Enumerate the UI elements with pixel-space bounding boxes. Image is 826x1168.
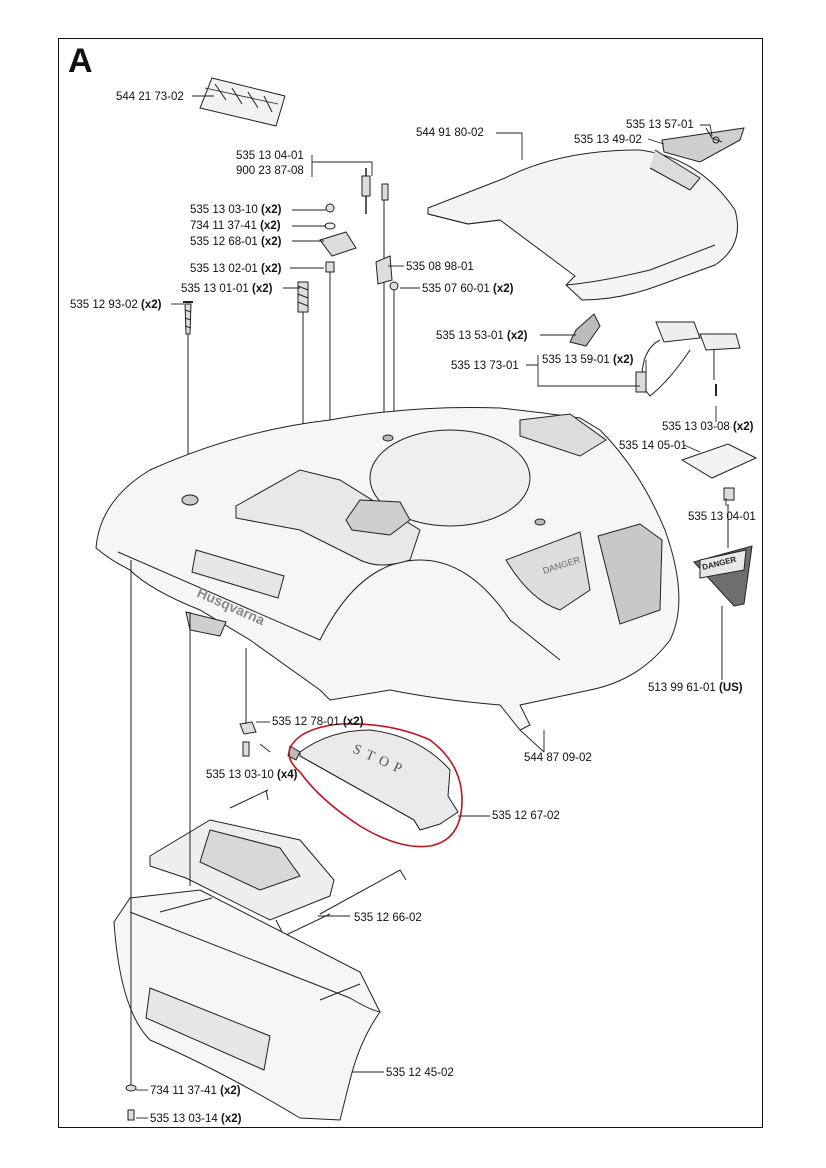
label-screw-a: 535 13 04-01 [236, 150, 304, 162]
chassis-cover-part [95, 407, 680, 731]
highlight-annotation-circle [288, 723, 463, 848]
label-stop-button: 535 12 67-02 [492, 810, 560, 822]
lever-part [661, 127, 745, 163]
label-bracket: 535 12 68-01 (x2) [190, 236, 282, 248]
stop-button-part [287, 729, 459, 831]
label-screw-h: 535 13 03-10 (x4) [206, 769, 298, 781]
label-pin: 535 13 57-01 [626, 119, 694, 131]
label-clip: 535 08 98-01 [406, 261, 474, 273]
label-hinge: 535 13 53-01 (x2) [436, 330, 528, 342]
label-screw-e: 535 13 03-08 (x2) [662, 421, 754, 433]
label-danger-decal: 513 99 61-01 (US) [648, 682, 743, 694]
guide-lines [125, 504, 729, 1121]
label-screw-c: 535 13 02-01 (x2) [190, 263, 282, 275]
label-hatch: 535 12 66-02 [354, 912, 422, 924]
decal-top-part [199, 77, 286, 127]
hatch-part [149, 789, 407, 937]
lower-screws [239, 648, 257, 757]
danger-decal-part [693, 545, 753, 607]
label-chassis-cover: 544 87 09-02 [524, 752, 592, 764]
label-screw-b: 535 13 03-10 (x2) [190, 204, 282, 216]
label-holder: 535 13 59-01 (x2) [542, 354, 634, 366]
label-leaders [136, 95, 727, 1119]
section-letter: A [68, 42, 93, 80]
label-screw-i: 535 13 03-14 (x2) [150, 1113, 242, 1125]
label-spring: 535 13 01-01 (x2) [181, 283, 273, 295]
label-decal-top: 544 21 73-02 [116, 91, 184, 103]
label-body-cover: 544 91 80-02 [416, 127, 484, 139]
body-cover-part [427, 149, 738, 301]
label-screw-g: 535 12 78-01 (x2) [272, 716, 364, 728]
label-screw-f: 535 13 04-01 [688, 511, 756, 523]
label-washer-b: 734 11 37-41 (x2) [150, 1085, 241, 1097]
label-lever: 535 13 49-02 [574, 134, 642, 146]
label-front-bumper: 535 12 45-02 [386, 1067, 454, 1079]
label-washer: 734 11 37-41 (x2) [190, 220, 281, 232]
hinge-parts [569, 313, 758, 501]
front-bumper-part [113, 889, 381, 1121]
label-plate: 535 14 05-01 [619, 440, 687, 452]
label-bolt: 535 12 93-02 (x2) [70, 299, 162, 311]
drawing-frame [58, 38, 763, 1128]
label-pin-b: 900 23 87-08 [236, 165, 304, 177]
label-screw-d: 535 07 60-01 (x2) [422, 283, 514, 295]
label-hinge-set: 535 13 73-01 [451, 360, 519, 372]
